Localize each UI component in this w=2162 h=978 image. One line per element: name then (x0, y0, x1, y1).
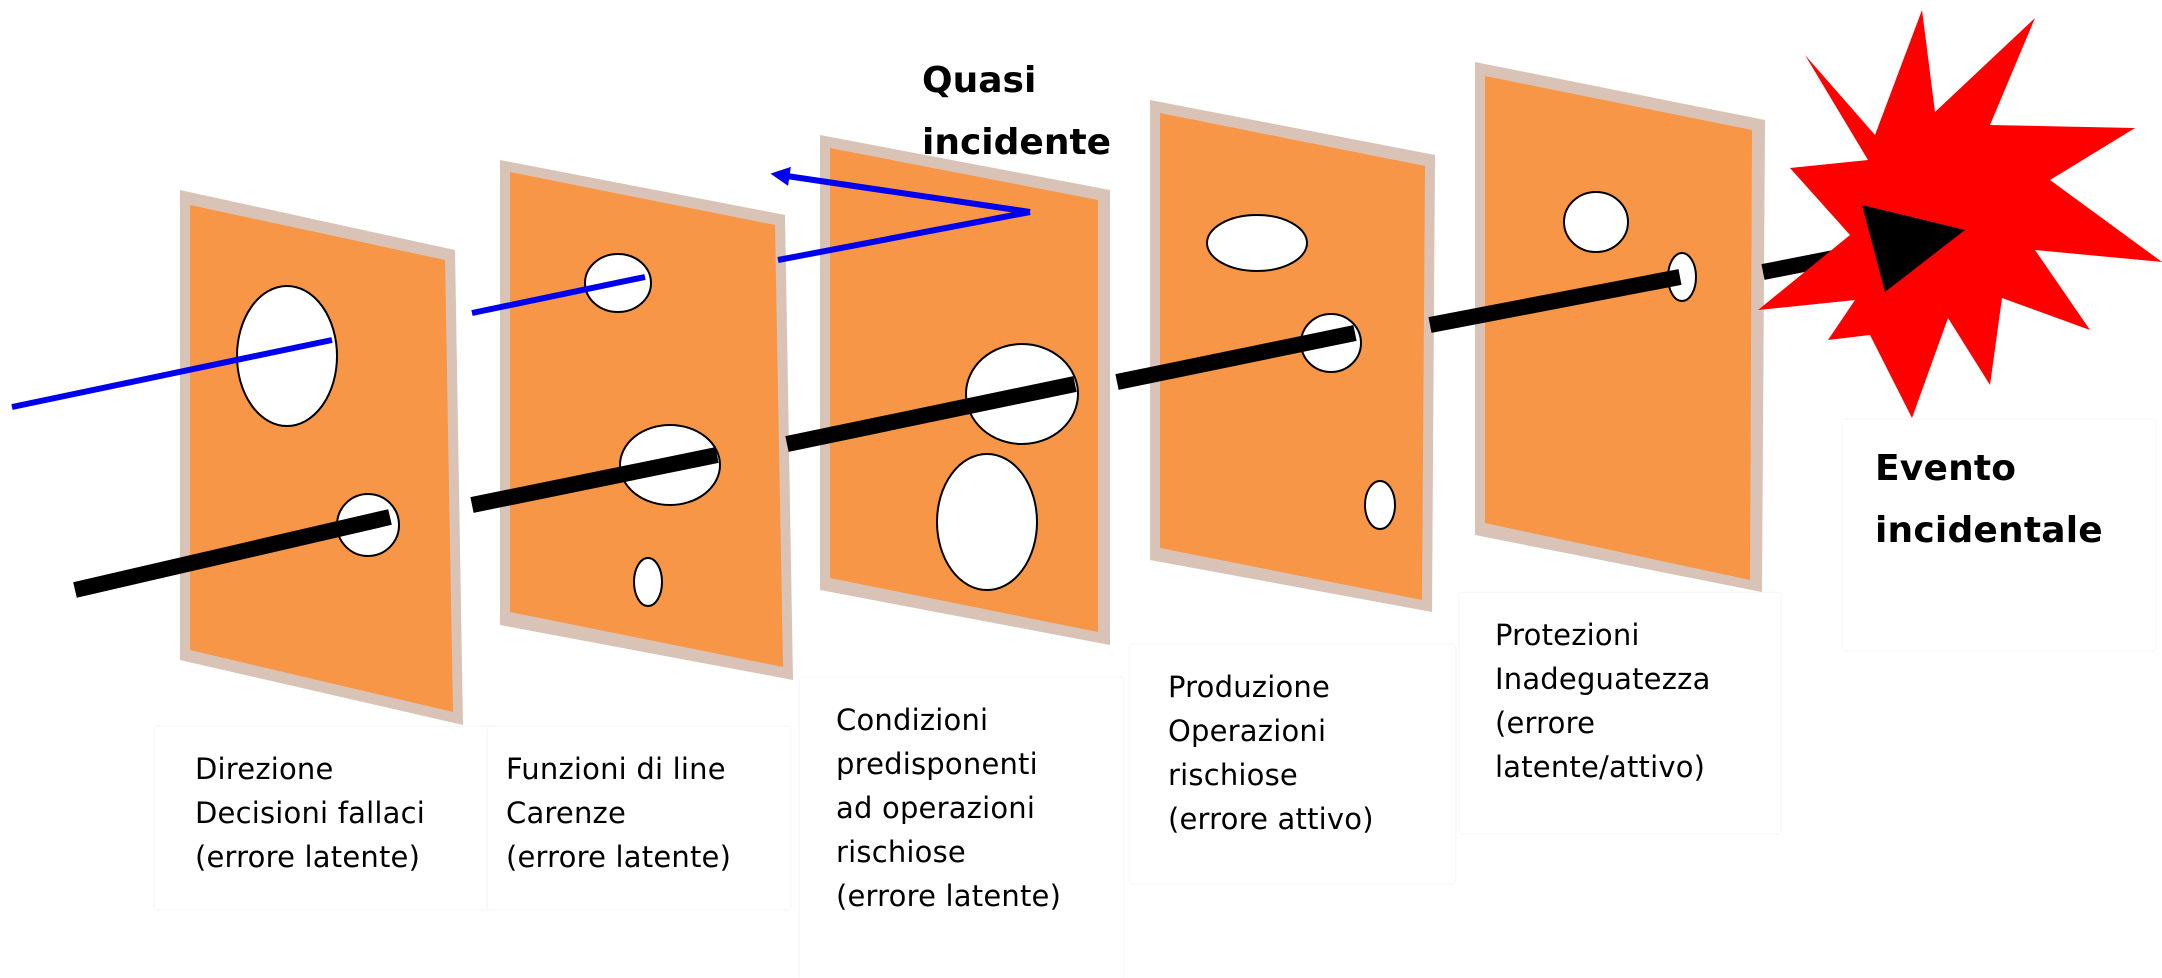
layer-3-label: Condizioni predisponenti ad operazioni r… (800, 678, 1123, 978)
layer-1-hole-large (236, 285, 338, 427)
layer-4-label-line-1: Produzione (1168, 670, 1331, 704)
layer-5-label: Protezioni Inadeguatezza (errore latente… (1460, 593, 1780, 833)
event-label-line-2: incidentale (1875, 510, 2103, 551)
layer-3-hole-lower (936, 453, 1038, 591)
layer-3-label-line-2: predisponenti (836, 747, 1038, 781)
layer-2-label-line-2: Carenze (506, 796, 626, 830)
layer-3-label-line-3: ad operazioni (836, 791, 1036, 825)
accident-arrow-head (1862, 205, 1965, 292)
layer-1-label-line-2: Decisioni fallaci (195, 796, 426, 830)
layer-4-label: Produzione Operazioni rischiose (errore … (1130, 645, 1455, 883)
near-miss-label-line-2: incidente (922, 122, 1112, 163)
layer-5-label-line-3: (errore (1495, 706, 1596, 740)
near-miss-label: Quasi incidente (922, 50, 1111, 174)
event-label-line-1: Evento (1875, 448, 2017, 489)
layer-3-label-line-1: Condizioni (836, 703, 989, 737)
layer-4-plate (1150, 100, 1435, 612)
layer-4-hole-small (1364, 480, 1396, 530)
layer-5-label-line-1: Protezioni (1495, 618, 1640, 652)
layer-5-label-line-2: Inadeguatezza (1495, 662, 1711, 696)
layer-3-label-line-5: (errore latente) (836, 879, 1062, 913)
near-miss-label-line-1: Quasi (922, 60, 1037, 101)
explosion-burst (1758, 10, 2162, 418)
layer-2-label-line-3: (errore latente) (506, 840, 732, 874)
layer-1-plate (180, 190, 463, 725)
layer-1-label-line-1: Direzione (195, 752, 334, 786)
near-miss-trajectory (11, 166, 1031, 410)
layer-3-label-line-4: rischiose (836, 835, 966, 869)
layer-5-hole-top (1563, 191, 1629, 253)
layer-5-label-line-4: latente/attivo) (1495, 750, 1706, 784)
layer-4-label-line-2: Operazioni (1168, 714, 1327, 748)
layer-4-label-line-3: rischiose (1168, 758, 1298, 792)
layer-4-hole-top (1206, 214, 1308, 272)
layer-4-label-line-4: (errore attivo) (1168, 802, 1374, 836)
layer-1-label-line-3: (errore latente) (195, 840, 421, 874)
layer-1-label: Direzione Decisioni fallaci (errore late… (155, 727, 490, 909)
event-label-box: Evento incidentale (1843, 420, 2155, 650)
layer-5-plate (1475, 62, 1765, 592)
layer-2-label: Funzioni di line Carenze (errore latente… (488, 727, 790, 909)
layer-2-hole-small (633, 557, 663, 607)
layer-2-label-line-1: Funzioni di line (506, 752, 726, 786)
